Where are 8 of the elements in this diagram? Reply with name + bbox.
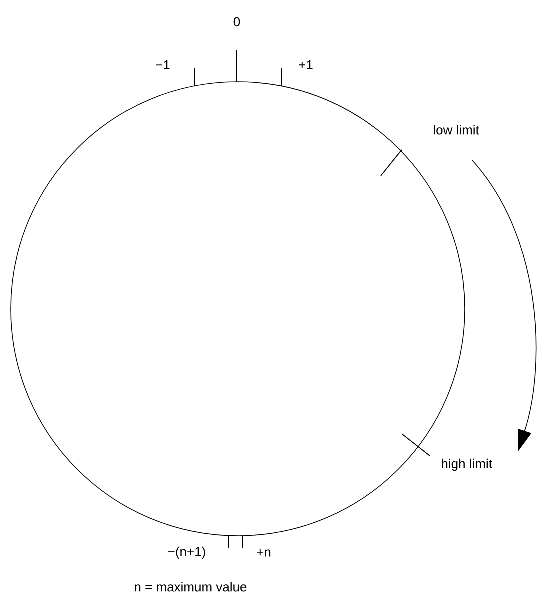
- tick-label: −1: [156, 60, 170, 70]
- tick-label: −(n+1): [168, 546, 206, 560]
- note: n = maximum value: [135, 582, 247, 592]
- tick-label: +1: [299, 60, 313, 70]
- tick-label: 0: [234, 17, 240, 27]
- limit-label: low limit: [434, 125, 480, 135]
- tick-label: +n: [257, 549, 271, 557]
- limit-label: high limit: [442, 458, 492, 472]
